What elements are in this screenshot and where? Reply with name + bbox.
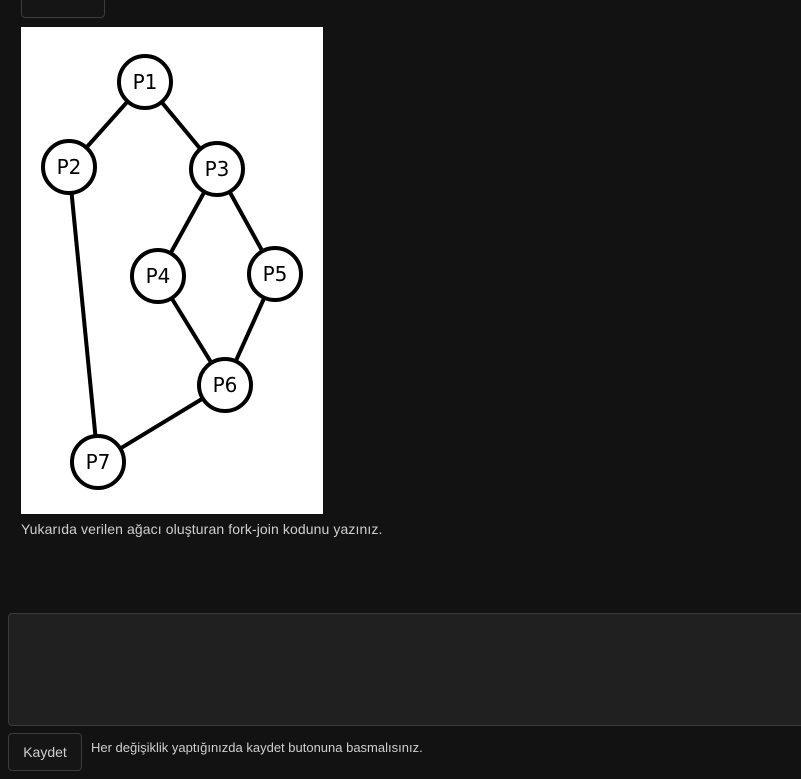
node-label: P2 <box>57 155 82 179</box>
node-p7: P7 <box>70 434 126 490</box>
node-circle <box>130 248 186 304</box>
node-label: P7 <box>86 450 111 474</box>
node-p3: P3 <box>189 141 245 197</box>
node-circle <box>117 54 173 110</box>
node-circle <box>41 139 97 195</box>
node-p5: P5 <box>247 246 303 302</box>
node-circle <box>247 246 303 302</box>
node-circle <box>70 434 126 490</box>
node-p6: P6 <box>197 357 253 413</box>
question-text: Yukarıda verilen ağacı oluşturan fork-jo… <box>21 521 383 537</box>
node-p4: P4 <box>130 248 186 304</box>
node-p1: P1 <box>117 54 173 110</box>
save-button[interactable]: Kaydet <box>8 733 82 771</box>
answer-textarea[interactable] <box>8 613 801 726</box>
node-label: P1 <box>133 70 158 94</box>
node-label: P3 <box>205 157 230 181</box>
save-hint-text: Her değişiklik yaptığınızda kaydet buton… <box>91 740 423 755</box>
node-circle <box>197 357 253 413</box>
top-button-partial[interactable] <box>21 0 105 18</box>
edge-p2-p7 <box>67 166 100 463</box>
node-label: P6 <box>213 373 238 397</box>
node-circle <box>189 141 245 197</box>
node-label: P5 <box>263 262 288 286</box>
node-p2: P2 <box>41 139 97 195</box>
node-label: P4 <box>146 264 171 288</box>
